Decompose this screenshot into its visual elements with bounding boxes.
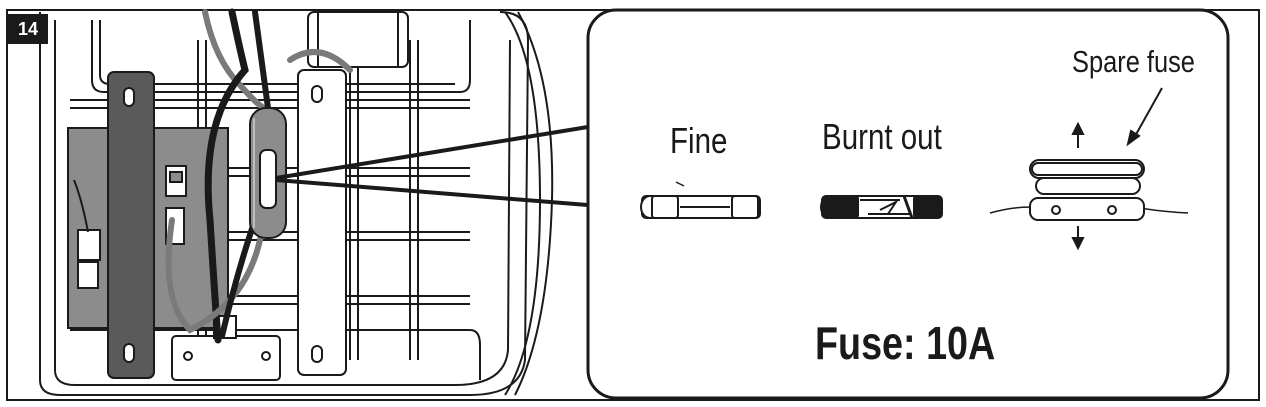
spare-fuse-pointer-arrow [1126, 87, 1163, 147]
arrow-up-icon [1071, 121, 1085, 148]
fuse-fine-icon [640, 181, 761, 219]
fuse-burnt-icon [820, 195, 943, 219]
vehicle-compartment-illustration [39, 11, 554, 396]
fine-label: Fine [670, 120, 728, 161]
wiring [165, 8, 353, 344]
burnt-out-label: Burnt out [822, 116, 942, 157]
spare-fuse-holder-icon [989, 159, 1189, 221]
fuse-rating-label: Fuse: 10A [815, 317, 996, 369]
step-number-badge: 14 [8, 14, 48, 44]
spare-fuse-label: Spare fuse [1072, 44, 1195, 79]
inline-fuse-holder [249, 107, 287, 239]
battery-strap [107, 71, 155, 379]
callout-pointer [275, 123, 601, 208]
arrow-down-icon [1071, 226, 1085, 251]
